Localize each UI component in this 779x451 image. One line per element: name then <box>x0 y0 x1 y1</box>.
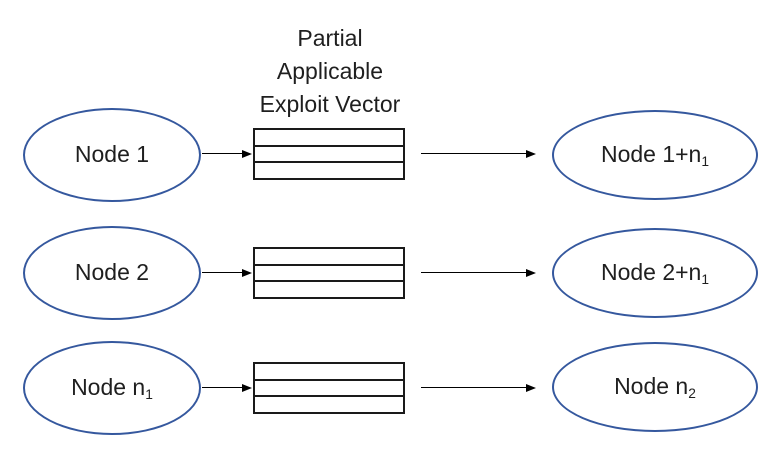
node-ellipse-right-2: Node 2+n1 <box>552 228 758 318</box>
node-label-subscript: 2 <box>688 385 696 401</box>
vector-cell <box>255 161 403 178</box>
node-label: Node 2+n1 <box>601 259 709 287</box>
node-label: Node n1 <box>71 374 153 402</box>
arrow-right-3 <box>421 384 536 393</box>
exploit-vector-box-1 <box>253 128 405 180</box>
title-line-1: Partial <box>297 25 363 51</box>
node-label-text: Node n <box>71 374 146 401</box>
title-line-3: Exploit Vector <box>259 91 401 117</box>
node-label: Node 2 <box>75 259 149 287</box>
node-label-text: Node 2+n <box>600 259 702 286</box>
title-line-2: Applicable <box>276 58 384 84</box>
node-label-subscript: 1 <box>145 386 153 402</box>
node-label: Node n2 <box>614 373 696 401</box>
node-label: Node 1+n1 <box>601 141 709 169</box>
node-ellipse-left-3: Node n1 <box>23 341 201 435</box>
vector-cell <box>255 280 403 297</box>
node-label-text: Node 2 <box>74 259 150 286</box>
arrow-left-3 <box>202 384 252 393</box>
vector-cell <box>255 263 403 281</box>
exploit-vector-box-3 <box>253 362 405 414</box>
node-ellipse-right-3: Node n2 <box>552 342 758 432</box>
node-ellipse-right-1: Node 1+n1 <box>552 110 758 200</box>
node-label-text: Node n <box>614 373 689 400</box>
node-label-subscript: 1 <box>701 271 710 287</box>
arrow-right-1 <box>421 150 536 159</box>
node-label: Node 1 <box>75 141 149 169</box>
node-ellipse-left-1: Node 1 <box>23 108 201 202</box>
vector-cell <box>255 130 403 145</box>
vector-cell <box>255 395 403 412</box>
arrow-right-2 <box>421 269 536 278</box>
vector-cell <box>255 364 403 379</box>
node-ellipse-left-2: Node 2 <box>23 226 201 320</box>
vector-cell <box>255 378 403 396</box>
vector-cell <box>255 249 403 264</box>
exploit-vector-box-2 <box>253 247 405 299</box>
node-label-text: Node 1+n <box>600 141 702 168</box>
arrow-left-1 <box>202 150 252 159</box>
vector-title: Partial Applicable Exploit Vector <box>240 22 420 121</box>
vector-cell <box>255 144 403 162</box>
arrow-left-2 <box>202 269 252 278</box>
node-label-subscript: 1 <box>701 153 710 169</box>
node-label-text: Node 1 <box>74 141 150 168</box>
